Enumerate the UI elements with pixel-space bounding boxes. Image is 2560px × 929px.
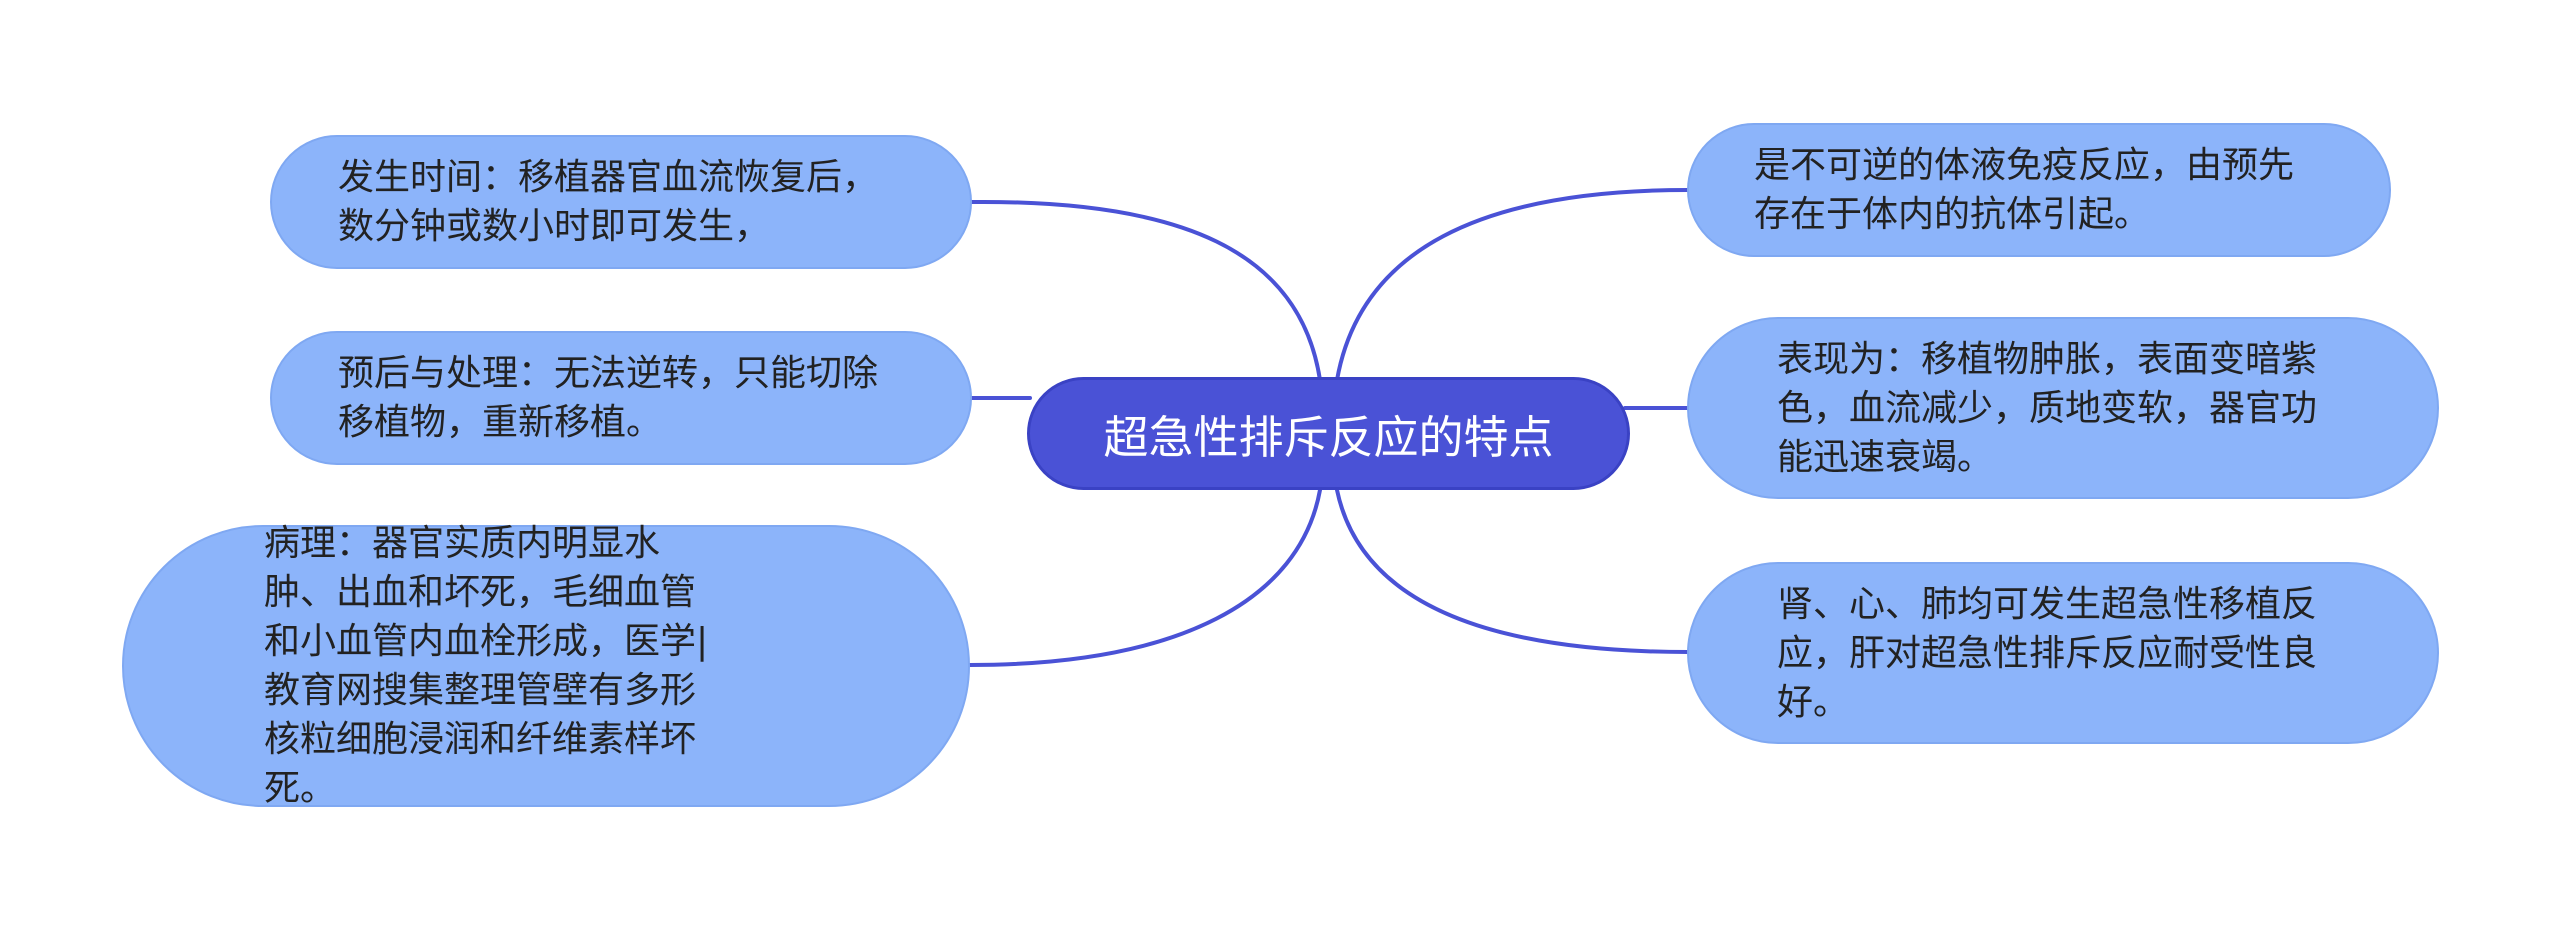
topic-onset-time-text: 发生时间：移植器官血流恢复后，数分钟或数小时即可发生，	[338, 157, 879, 247]
topic-affected-organs[interactable]: 肾、心、肺均可发生超急性移植反应，肝对超急性排斥反应耐受性良好。	[1687, 562, 2439, 744]
topic-affected-organs-text: 肾、心、肺均可发生超急性移植反应，肝对超急性排斥反应耐受性良好。	[1777, 583, 2318, 723]
topic-pathology-text: 病理：器官实质内明显水肿、出血和坏死，毛细血管和小血管内血栓形成，医学|教育网搜…	[264, 523, 709, 809]
topic-manifestation[interactable]: 表现为：移植物肿胀，表面变暗紫色，血流减少，质地变软，器官功能迅速衰竭。	[1687, 317, 2439, 499]
topic-mechanism-text: 是不可逆的体液免疫反应，由预先存在于体内的抗体引起。	[1754, 145, 2295, 235]
topic-manifestation-text: 表现为：移植物肿胀，表面变暗紫色，血流减少，质地变软，器官功能迅速衰竭。	[1777, 338, 2318, 478]
central-topic-label: 超急性排斥反应的特点	[1103, 411, 1554, 464]
topic-onset-time[interactable]: 发生时间：移植器官血流恢复后，数分钟或数小时即可发生，	[270, 135, 972, 269]
topic-prognosis-treatment[interactable]: 预后与处理：无法逆转，只能切除移植物，重新移植。	[270, 331, 972, 465]
topic-mechanism[interactable]: 是不可逆的体液免疫反应，由预先存在于体内的抗体引起。	[1687, 123, 2391, 257]
topic-pathology[interactable]: 病理：器官实质内明显水肿、出血和坏死，毛细血管和小血管内血栓形成，医学|教育网搜…	[122, 523, 970, 809]
topic-prognosis-treatment-text: 预后与处理：无法逆转，只能切除移植物，重新移植。	[338, 353, 879, 443]
connector-left-1	[970, 199, 1322, 382]
connector-right-1	[1335, 188, 1690, 382]
connector-left-3	[968, 488, 1322, 667]
connector-right-3	[1335, 488, 1690, 654]
central-topic[interactable]: 超急性排斥反应的特点	[1027, 377, 1630, 490]
